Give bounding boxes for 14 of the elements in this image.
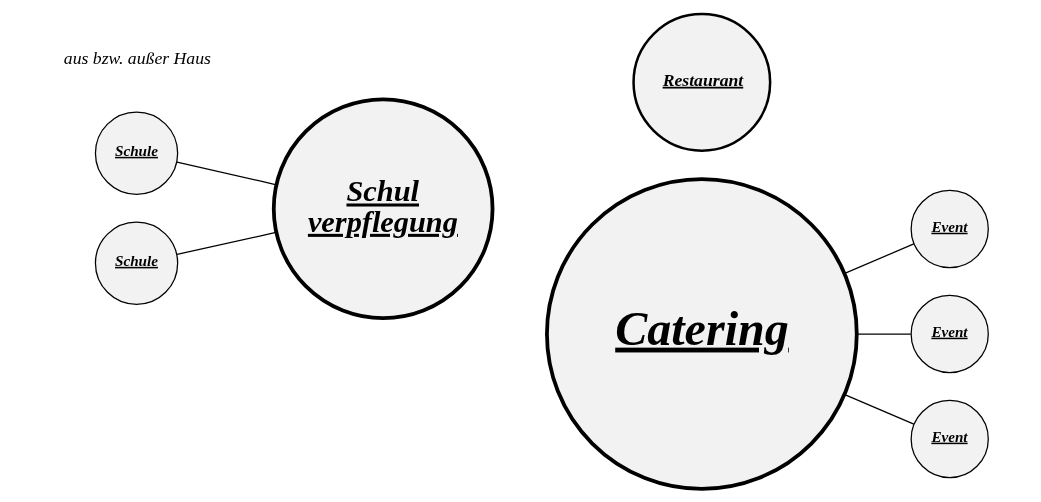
label: aus bzw. außer Haus <box>63 47 211 68</box>
connector <box>843 242 914 274</box>
node-circle: Event <box>910 294 989 373</box>
node-circle: Schul verpflegung <box>271 97 494 320</box>
node-circle: Schule <box>94 110 178 195</box>
node-circle: Schule <box>94 220 178 305</box>
connector <box>843 393 914 425</box>
connector <box>175 231 276 255</box>
node-circle: Event <box>910 399 989 478</box>
connector <box>175 161 277 185</box>
node-circle: Restaurant <box>631 12 771 152</box>
connector <box>855 332 911 335</box>
node-circle: Event <box>910 189 989 268</box>
node-circle: Catering <box>544 176 859 491</box>
